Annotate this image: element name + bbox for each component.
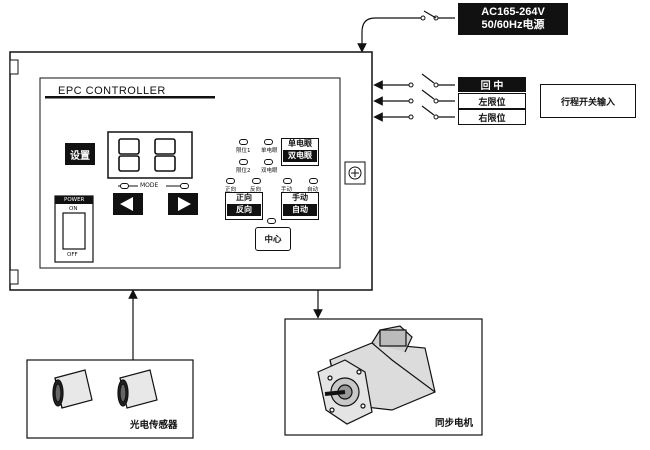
single-eye-indicator-label: 单电眼	[261, 148, 278, 154]
photo-sensor-left	[52, 369, 93, 409]
power-title: POWER	[64, 197, 85, 203]
setting-button[interactable]: 设置	[65, 143, 95, 165]
left-arrow-button[interactable]	[113, 193, 143, 215]
limit2-label: 限位2	[236, 168, 251, 174]
dual-eye-led	[264, 159, 273, 165]
photo-sensor-label: 光电传感器	[130, 420, 178, 431]
limit-left-label: 左限位	[458, 93, 526, 109]
direction-button-bottom-label: 反向	[227, 204, 261, 216]
mode-label: MODE	[140, 182, 159, 189]
single-eye-led	[264, 139, 273, 145]
manual-indicator-label: 手动	[281, 187, 293, 193]
forward-led	[226, 178, 235, 184]
photo-sensor-right	[117, 369, 158, 409]
power-supply-voltage: AC165-264V	[481, 6, 545, 18]
auto-indicator-label: 自动	[307, 187, 319, 193]
manual-button-bottom-label: 自动	[283, 204, 317, 216]
manual-button-top-label: 手动	[292, 193, 308, 202]
eye-mode-button[interactable]: 单电眼 双电眼	[281, 138, 319, 166]
eye-button-bottom-label: 双电眼	[283, 150, 317, 162]
reverse-indicator-label: 反向	[250, 187, 262, 193]
power-supply-frequency: 50/60Hz电源	[481, 19, 545, 31]
limit-switch-wires	[373, 73, 455, 122]
controller-title: EPC CONTROLLER	[58, 85, 166, 97]
limit-right-label: 右限位	[458, 109, 526, 125]
mode-led-right	[180, 183, 189, 189]
manual-auto-button[interactable]: 手动 自动	[281, 192, 319, 220]
direction-button-top-label: 正向	[236, 193, 252, 202]
sync-motor-label: 同步电机	[435, 418, 474, 429]
power-supply-label: AC165-264V 50/60Hz电源	[458, 3, 568, 35]
limit-center-label: 回 中	[458, 77, 526, 92]
power-on-label: ON	[69, 206, 78, 212]
power-switch[interactable]	[63, 213, 85, 249]
limit1-led	[239, 139, 248, 145]
center-led	[267, 218, 276, 224]
mode-led-left	[120, 183, 129, 189]
power-off-label: OFF	[67, 252, 78, 258]
eye-button-top-label: 单电眼	[288, 139, 312, 148]
auto-led	[309, 178, 318, 184]
direction-button[interactable]: 正向 反向	[225, 192, 263, 220]
seven-segment-display	[118, 138, 176, 172]
manual-led	[283, 178, 292, 184]
limit2-led	[239, 159, 248, 165]
reverse-led	[252, 178, 261, 184]
right-arrow-button[interactable]	[168, 193, 198, 215]
center-button[interactable]: 中心	[255, 227, 291, 251]
sync-motor-drawing	[317, 325, 436, 425]
dual-eye-indicator-label: 双电眼	[261, 168, 278, 174]
limit1-label: 限位1	[236, 148, 251, 154]
forward-indicator-label: 正向	[225, 187, 237, 193]
limit-switch-input-label: 行程开关输入	[540, 84, 636, 118]
